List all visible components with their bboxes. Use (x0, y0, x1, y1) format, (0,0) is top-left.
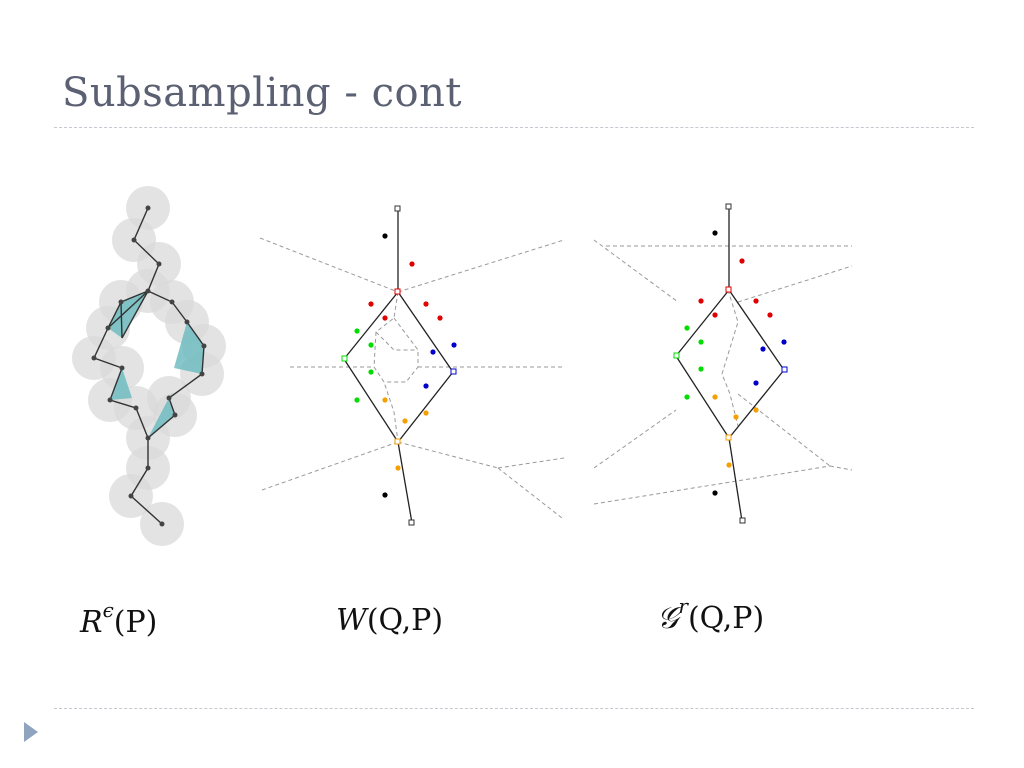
graph-dashed-lines (593, 239, 853, 505)
rips-complex-figure (72, 186, 226, 546)
graph-caption-base: 𝒢 (657, 601, 679, 636)
slide-title: Subsampling - cont (62, 70, 462, 116)
witness-points-blue (423, 342, 457, 389)
voronoi-dashed-lines (259, 237, 565, 519)
witness-caption-args: (Q,P) (366, 603, 444, 638)
witness-points-red (368, 261, 443, 321)
rips-vertices (91, 205, 207, 527)
graph-points-blue (753, 339, 787, 386)
graph-edges (675, 206, 785, 522)
graph-points-red (698, 258, 773, 318)
witness-complex-figure (259, 205, 565, 526)
rips-caption: Rϵ(P) (80, 598, 158, 640)
witness-caption-base: W (336, 603, 367, 638)
graph-points-black (712, 230, 718, 496)
graph-points-orange (712, 394, 759, 468)
graph-caption-sup: r (678, 594, 688, 618)
footer-divider (54, 708, 974, 709)
rips-caption-base: R (80, 605, 103, 640)
title-divider (54, 127, 974, 128)
witness-caption: W(Q,P) (336, 600, 443, 638)
rips-caption-sup: ϵ (102, 598, 114, 622)
witness-points-orange (382, 397, 429, 471)
rips-caption-args: (P) (113, 605, 158, 640)
witness-points-black (382, 233, 388, 498)
witness-edges (343, 208, 454, 524)
landmark-markers (341, 205, 457, 526)
graph-caption: 𝒢r(Q,P) (657, 594, 765, 636)
graph-induced-complex-figure (593, 203, 853, 524)
next-slide-triangle-icon[interactable] (24, 722, 38, 742)
graph-caption-args: (Q,P) (687, 601, 765, 636)
graph-points-green (684, 325, 704, 400)
witness-points-green (354, 328, 374, 403)
graph-landmark-markers (673, 203, 788, 524)
